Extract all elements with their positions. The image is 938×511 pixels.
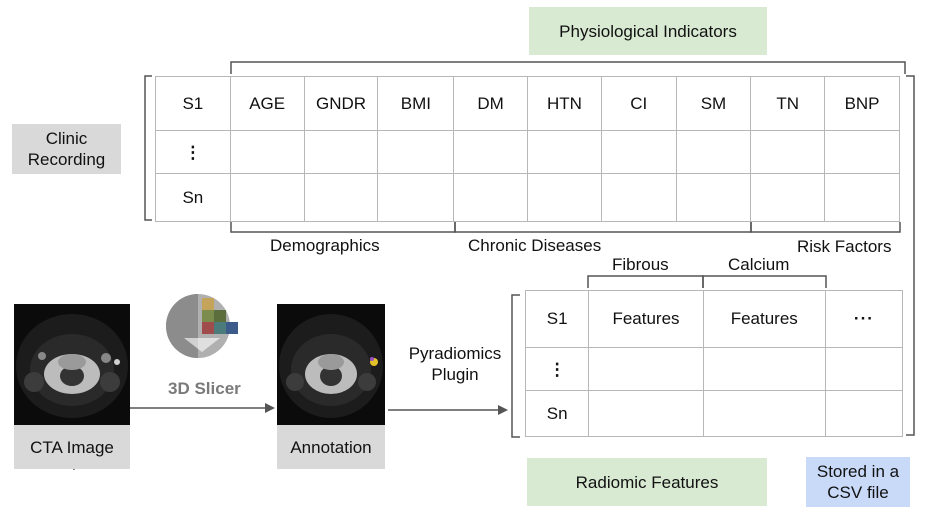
table-cell xyxy=(675,130,752,174)
table-cell xyxy=(453,173,529,222)
table-cell xyxy=(750,173,826,222)
row-label-sn: Sn xyxy=(155,173,231,222)
table-cell xyxy=(824,347,904,391)
radiomic-features-label: Radiomic Features xyxy=(527,458,767,506)
table-cell xyxy=(527,130,602,174)
column-header: BMI xyxy=(377,76,455,131)
table-cell xyxy=(600,130,677,174)
fibrous-bracket xyxy=(587,275,704,288)
table-cell xyxy=(588,390,704,437)
column-header: GNDR xyxy=(303,76,379,131)
calcium-label: Calcium xyxy=(728,255,790,274)
annotation-label: Annotation xyxy=(277,425,385,469)
ct-scan-image xyxy=(14,304,130,425)
annotated-ct-image xyxy=(277,304,385,425)
cta-image-text: CTA Image xyxy=(30,437,114,457)
right-bracket xyxy=(906,75,915,436)
arrow-icon xyxy=(498,405,508,415)
column-header: DM xyxy=(453,76,529,131)
demographics-label: Demographics xyxy=(270,236,380,255)
risk-factors-label: Risk Factors xyxy=(797,237,892,256)
column-header: TN xyxy=(750,76,826,131)
row-label-ellipsis: ⋮ xyxy=(524,347,590,391)
physiological-bracket xyxy=(230,61,906,74)
radiomic-features-text: Radiomic Features xyxy=(575,472,719,492)
column-header: AGE xyxy=(229,76,305,131)
table-row: Sn xyxy=(524,390,904,437)
stored-in-csv-label: Stored in a CSV file xyxy=(806,457,910,507)
column-header: SM xyxy=(675,76,752,131)
table-cell xyxy=(824,173,900,222)
pyradiomics-plugin-label: Pyradiomics Plugin xyxy=(408,344,502,384)
row-label-ellipsis: ⋮ xyxy=(155,130,231,174)
column-header: Features xyxy=(588,290,704,348)
demographics-bracket xyxy=(230,222,456,233)
chronic-diseases-label: Chronic Diseases xyxy=(468,236,602,255)
table-cell xyxy=(377,173,455,222)
fibrous-label: Fibrous xyxy=(612,255,669,274)
table-row: ⋮ xyxy=(524,347,904,391)
row-label-s1: S1 xyxy=(155,76,231,131)
table-cell xyxy=(303,173,379,222)
table-cell xyxy=(600,173,677,222)
clinic-recording-text: Clinic Recording xyxy=(27,129,106,169)
column-header: BNP xyxy=(824,76,900,131)
physiological-indicators-label: Physiological Indicators xyxy=(529,7,767,55)
table-cell xyxy=(702,390,826,437)
risk-factors-bracket xyxy=(750,222,901,233)
clinic-table-left-bracket xyxy=(144,75,152,221)
table-cell xyxy=(453,130,529,174)
radiomic-left-bracket xyxy=(511,294,520,438)
cta-image-label: CTA Image xyxy=(14,425,130,469)
table-cell xyxy=(702,347,826,391)
table-cell xyxy=(824,390,904,437)
clinical-table: S1 AGE GNDR BMI DM HTN CI SM TN BNP ⋮ Sn xyxy=(155,76,900,222)
column-header-ellipsis: ··· xyxy=(824,290,904,348)
column-header: CI xyxy=(600,76,677,131)
column-header: HTN xyxy=(527,76,602,131)
table-cell xyxy=(675,173,752,222)
table-cell xyxy=(377,130,455,174)
physiological-indicators-text: Physiological Indicators xyxy=(559,21,737,41)
slicer-logo-icon xyxy=(158,290,240,362)
row-label-sn: Sn xyxy=(524,390,590,437)
table-cell xyxy=(588,347,704,391)
cta-image xyxy=(14,304,130,425)
table-row: Sn xyxy=(155,173,900,222)
annotation-text: Annotation xyxy=(290,437,372,457)
table-row: S1 AGE GNDR BMI DM HTN CI SM TN BNP xyxy=(155,76,900,131)
table-row: ⋮ xyxy=(155,130,900,174)
table-cell xyxy=(750,130,826,174)
chronic-diseases-bracket xyxy=(454,222,752,233)
table-cell xyxy=(229,130,305,174)
arrow-icon xyxy=(265,403,275,413)
table-row: S1 Features Features ··· xyxy=(524,290,904,348)
row-label-s1: S1 xyxy=(524,290,590,348)
calcium-bracket xyxy=(702,275,827,288)
slicer-label: 3D Slicer xyxy=(168,379,241,398)
radiomic-table: S1 Features Features ··· ⋮ Sn xyxy=(524,290,904,437)
table-cell xyxy=(824,130,900,174)
table-cell xyxy=(303,130,379,174)
annotation-image xyxy=(277,304,385,425)
column-header: Features xyxy=(702,290,826,348)
stored-in-csv-text: Stored in a CSV file xyxy=(816,462,900,502)
table-cell xyxy=(527,173,602,222)
table-cell xyxy=(229,173,305,222)
clinic-recording-label: Clinic Recording xyxy=(12,124,121,174)
